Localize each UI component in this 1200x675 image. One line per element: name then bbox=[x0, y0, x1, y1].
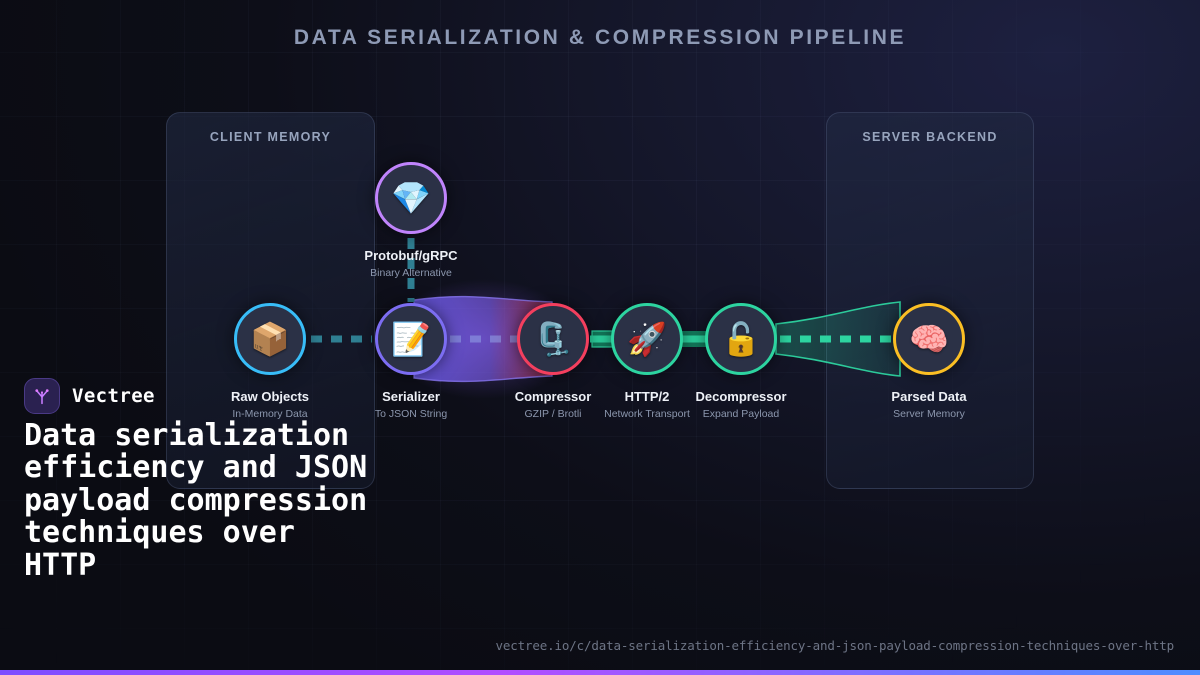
brand-lockup: Vectree bbox=[24, 378, 155, 414]
clamp-icon: 🗜️ bbox=[517, 303, 589, 375]
node-compressor[interactable]: 🗜️ Compressor GZIP / Brotli bbox=[463, 303, 643, 420]
node-decompressor-title: Decompressor bbox=[695, 389, 787, 404]
node-compressor-subtitle: GZIP / Brotli bbox=[524, 408, 582, 420]
node-raw-objects[interactable]: 📦 Raw Objects In-Memory Data bbox=[180, 303, 360, 420]
vectree-tree-logo bbox=[24, 378, 60, 414]
memo-pencil-icon: 📝 bbox=[375, 303, 447, 375]
node-parsed-data-subtitle: Server Memory bbox=[893, 408, 965, 420]
article-url: vectree.io/c/data-serialization-efficien… bbox=[495, 638, 1174, 653]
node-raw-objects-subtitle: In-Memory Data bbox=[232, 408, 308, 420]
node-serializer-title: Serializer bbox=[382, 389, 440, 404]
node-http2[interactable]: 🚀 HTTP/2 Network Transport bbox=[557, 303, 737, 420]
node-http2-title: HTTP/2 bbox=[624, 389, 670, 404]
node-serializer[interactable]: 📝 Serializer To JSON String bbox=[321, 303, 501, 420]
node-parsed-data[interactable]: 🧠 Parsed Data Server Memory bbox=[839, 303, 1019, 420]
brand-name: Vectree bbox=[72, 385, 155, 407]
rocket-icon: 🚀 bbox=[611, 303, 683, 375]
node-decompressor[interactable]: 🔓 Decompressor Expand Payload bbox=[651, 303, 831, 420]
zone-client-memory: CLIENT MEMORY bbox=[166, 112, 375, 489]
node-parsed-data-title: Parsed Data bbox=[891, 389, 967, 404]
node-compressor-title: Compressor bbox=[514, 389, 592, 404]
node-http2-subtitle: Network Transport bbox=[604, 408, 690, 420]
brain-icon: 🧠 bbox=[893, 303, 965, 375]
page-title: DATA SERIALIZATION & COMPRESSION PIPELIN… bbox=[293, 26, 907, 49]
node-protobuf-title: Protobuf/gRPC bbox=[364, 248, 458, 263]
headline: Data serialization efficiency and JSON p… bbox=[24, 418, 386, 583]
zone-server-backend-label: SERVER BACKEND bbox=[862, 130, 998, 144]
unlocked-padlock-icon: 🔓 bbox=[705, 303, 777, 375]
gem-diamond-icon: 💎 bbox=[375, 162, 447, 234]
node-decompressor-subtitle: Expand Payload bbox=[702, 408, 780, 420]
package-icon: 📦 bbox=[234, 303, 306, 375]
node-raw-objects-title: Raw Objects bbox=[230, 389, 310, 404]
zone-client-memory-label: CLIENT MEMORY bbox=[209, 130, 332, 144]
node-protobuf[interactable]: 💎 Protobuf/gRPC Binary Alternative bbox=[321, 162, 501, 279]
node-serializer-subtitle: To JSON String bbox=[374, 408, 448, 420]
node-protobuf-subtitle: Binary Alternative bbox=[370, 267, 452, 279]
bottom-accent-bar bbox=[0, 670, 1200, 675]
zone-server-backend: SERVER BACKEND bbox=[826, 112, 1034, 489]
